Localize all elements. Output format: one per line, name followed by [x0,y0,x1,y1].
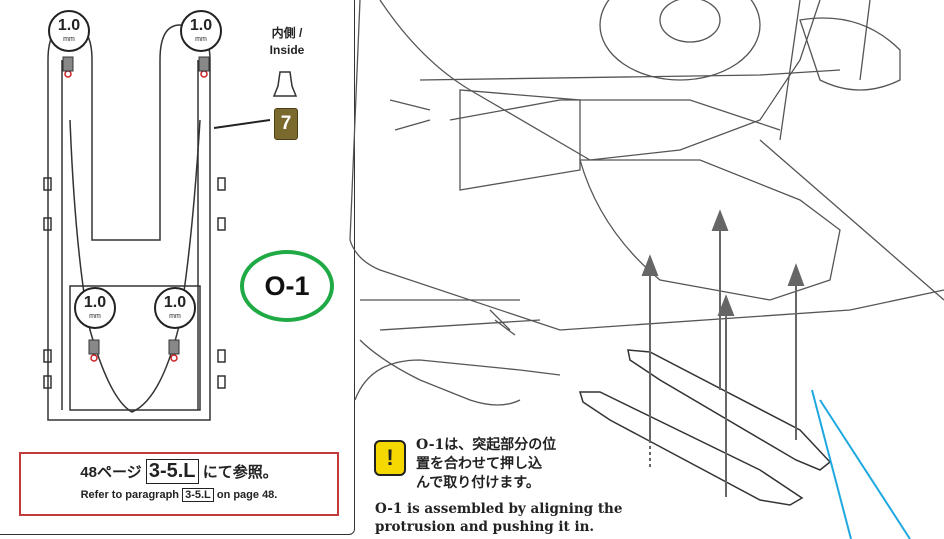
note-jp: O-1は、突起部分の位 置を合わせて押し込 んで取り付けます。 [416,436,616,493]
reference-jp-suffix: にて参照。 [202,464,278,481]
drill-size-value: 1.0 [57,17,81,34]
drill-size-callout: 1.0 mm [48,10,90,52]
part-o1-install [578,349,832,506]
drill-bit-shanks [62,56,210,355]
drill-size-callout: 1.0 mm [154,287,196,329]
drill-size-unit: mm [195,36,207,43]
inside-label: 内側 / Inside [258,25,316,59]
wing-root-curve [354,359,561,401]
aircraft-assembly-drawing [349,0,944,406]
note-jp-line: O-1は、突起部分の位 [416,437,557,453]
reference-jp-prefix: 48ページ [80,464,142,481]
reference-en: Refer to paragraph 3-5.L on page 48. [21,488,337,502]
reference-tag: 3-5.L [145,459,199,484]
paint-leader-line [213,119,271,129]
note-en-line: protrusion and pushing it in. [375,519,595,535]
note-en-line: O-1 is assembled by aligning the [375,501,623,517]
part-o1-drawing [43,24,226,421]
drill-size-unit: mm [89,313,101,320]
inside-label-jp: 内側 / [271,26,303,40]
note-jp-line: 置を合わせて押し込 [416,456,542,472]
drill-size-unit: mm [169,313,181,320]
reference-jp: 48ページ 3-5.L にて参照。 [21,459,337,484]
drill-size-value: 1.0 [163,294,187,311]
reference-tag-small: 3-5.L [182,488,214,502]
reference-en-prefix: Refer to paragraph [80,489,180,501]
pointer-lines [811,389,911,539]
drill-size-callout: 1.0 mm [180,10,222,52]
part-label-circle: O-1 [240,250,334,322]
drill-size-value: 1.0 [189,17,213,34]
drill-size-value: 1.0 [83,294,107,311]
paint-bottle-icon [272,71,298,97]
caution-icon: ! [374,440,406,476]
note-jp-line: んで取り付けます。 [416,475,540,491]
reference-en-suffix: on page 48. [216,489,278,501]
assembly-arrow-dashes [649,440,727,497]
paint-code-badge: 7 [274,108,298,140]
assembly-arrows [641,209,805,497]
drill-size-callout: 1.0 mm [74,287,116,329]
reference-box: 48ページ 3-5.L にて参照。 Refer to paragraph 3-5… [19,452,339,516]
drill-size-unit: mm [63,36,75,43]
note-en: O-1 is assembled by aligning the protrus… [375,500,705,536]
inside-label-en: Inside [269,43,305,57]
